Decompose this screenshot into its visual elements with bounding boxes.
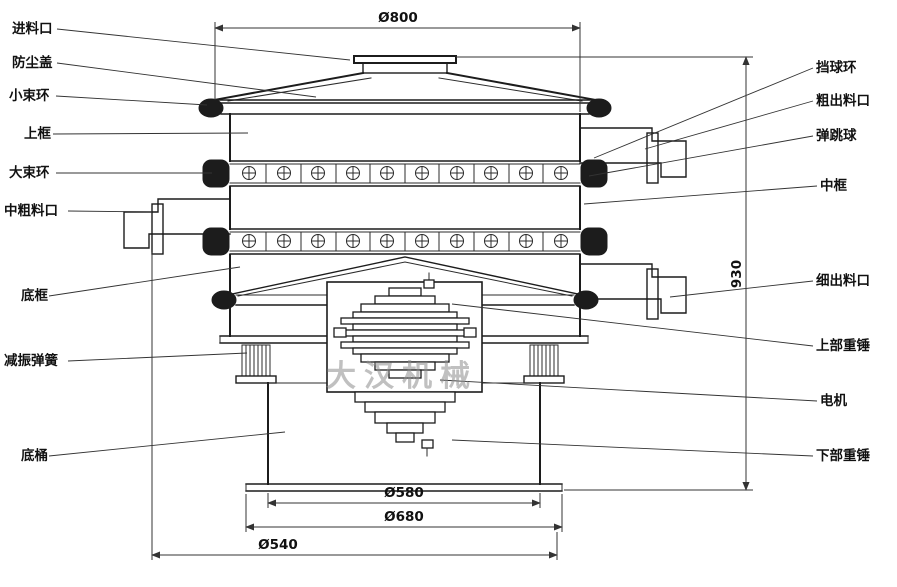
small-clamp-ring-part	[198, 98, 612, 118]
label-bottom-frame: 底框	[21, 287, 48, 304]
upper-sieve-deck-part	[202, 159, 608, 188]
label-base-barrel: 底桶	[21, 447, 48, 464]
label-lower-weight: 下部重锤	[816, 447, 870, 464]
label-upper-weight: 上部重锤	[816, 337, 870, 354]
dim-barrel-diameter: Ø580	[267, 485, 541, 508]
dim-barrel-diameter-text: Ø580	[384, 485, 424, 501]
dim-overall-height-text: 930	[729, 260, 745, 288]
label-upper-frame: 上框	[24, 125, 51, 142]
label-dust-cover: 防尘盖	[12, 54, 53, 71]
machine-drawing	[123, 55, 687, 492]
dim-top-diameter: Ø800	[214, 10, 581, 112]
middle-coarse-outlet-part	[123, 198, 231, 255]
lower-sieve-deck-part	[202, 227, 608, 256]
lower-weight-part	[354, 391, 456, 457]
dim-flange-diameter: Ø680	[245, 494, 563, 532]
upper-weight-part	[360, 272, 450, 313]
label-middle-frame: 中框	[820, 177, 848, 194]
dimension-lines: Ø800 930 Ø580 Ø680 Ø540	[151, 10, 753, 560]
part-labels: 进料口 防尘盖 小束环 上框 大束环 中粗料口 底框 减振弹簧 底桶 挡球环 粗…	[4, 20, 870, 464]
label-large-clamp-ring: 大束环	[9, 164, 50, 181]
damping-springs-part	[235, 344, 565, 384]
label-ball-stop-ring: 挡球环	[816, 59, 857, 76]
label-middle-coarse-outlet: 中粗料口	[4, 202, 58, 219]
upper-frame-part	[229, 113, 581, 162]
dim-top-diameter-text: Ø800	[378, 10, 418, 26]
label-small-clamp-ring: 小束环	[9, 87, 50, 104]
dim-base-diameter: Ø540	[151, 252, 558, 560]
dust-cover-part	[209, 71, 601, 102]
middle-frame-part	[229, 186, 581, 230]
label-feed-inlet: 进料口	[12, 20, 53, 37]
dim-base-diameter-text: Ø540	[258, 537, 298, 553]
label-motor: 电机	[820, 392, 848, 409]
motor-assembly-part	[326, 272, 483, 457]
label-coarse-outlet: 粗出料口	[816, 92, 870, 109]
motor-core-part	[333, 311, 477, 379]
feed-inlet-part	[353, 55, 457, 74]
watermark-text: 大汉机械	[326, 359, 478, 394]
dim-overall-height: 930	[456, 56, 753, 491]
dim-flange-diameter-text: Ø680	[384, 509, 424, 525]
leader-lines	[48, 28, 818, 457]
label-damping-spring: 减振弹簧	[4, 352, 58, 369]
label-fine-outlet: 细出料口	[816, 272, 870, 289]
fine-outlet-part	[579, 263, 687, 320]
label-bouncing-ball: 弹跳球	[816, 127, 857, 144]
